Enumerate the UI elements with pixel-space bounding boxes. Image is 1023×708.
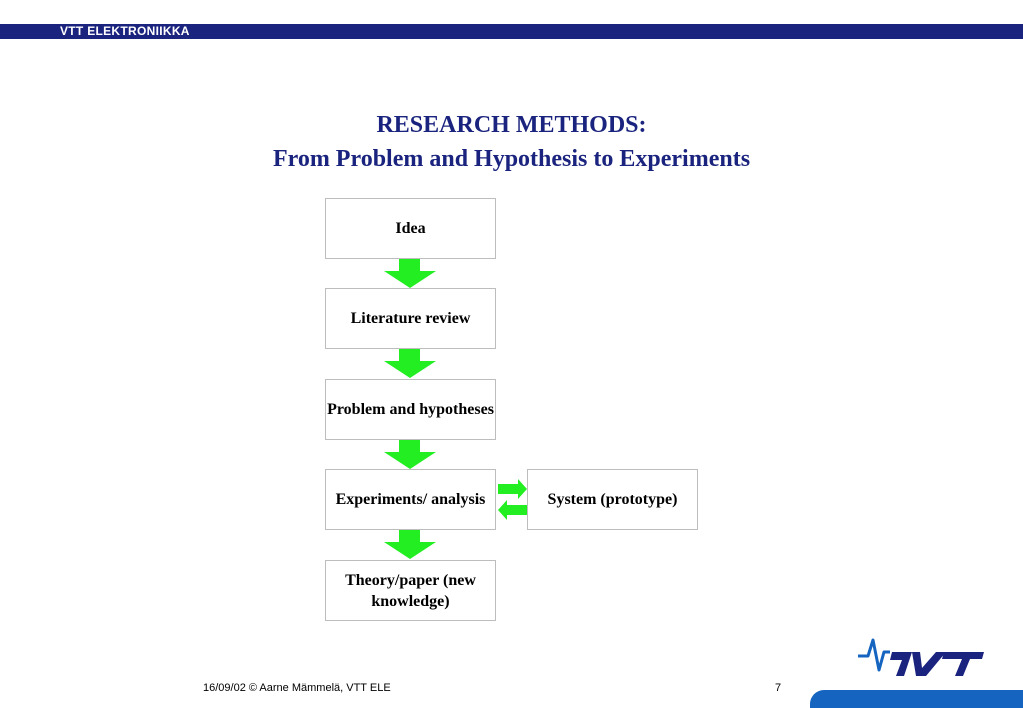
footer-bar bbox=[810, 690, 1023, 708]
down-arrow-4 bbox=[384, 530, 436, 559]
box-idea: Idea bbox=[325, 198, 496, 259]
header-bar: VTT ELEKTRONIIKKA bbox=[0, 24, 1023, 39]
down-arrow-2 bbox=[384, 349, 436, 378]
slide-title: RESEARCH METHODS: From Problem and Hypot… bbox=[0, 108, 1023, 176]
vtt-logo-icon bbox=[858, 638, 984, 676]
footer-credit: 16/09/02 © Aarne Mämmelä, VTT ELE bbox=[203, 682, 391, 694]
box-problem-hypotheses: Problem and hypotheses bbox=[325, 379, 496, 440]
box-system-prototype: System (prototype) bbox=[527, 469, 698, 530]
left-arrow bbox=[498, 500, 527, 520]
down-arrow-3 bbox=[384, 440, 436, 469]
page-number: 7 bbox=[775, 682, 782, 694]
box-literature-review: Literature review bbox=[325, 288, 496, 349]
box-experiments-analysis: Experiments/ analysis bbox=[325, 469, 496, 530]
down-arrow-1 bbox=[384, 259, 436, 288]
box-theory-paper: Theory/paper (new knowledge) bbox=[325, 560, 496, 621]
title-line-2: From Problem and Hypothesis to Experimen… bbox=[272, 146, 751, 172]
right-arrow bbox=[498, 479, 527, 499]
title-line-1: RESEARCH METHODS: bbox=[376, 112, 647, 138]
header-label: VTT ELEKTRONIIKKA bbox=[60, 24, 190, 38]
